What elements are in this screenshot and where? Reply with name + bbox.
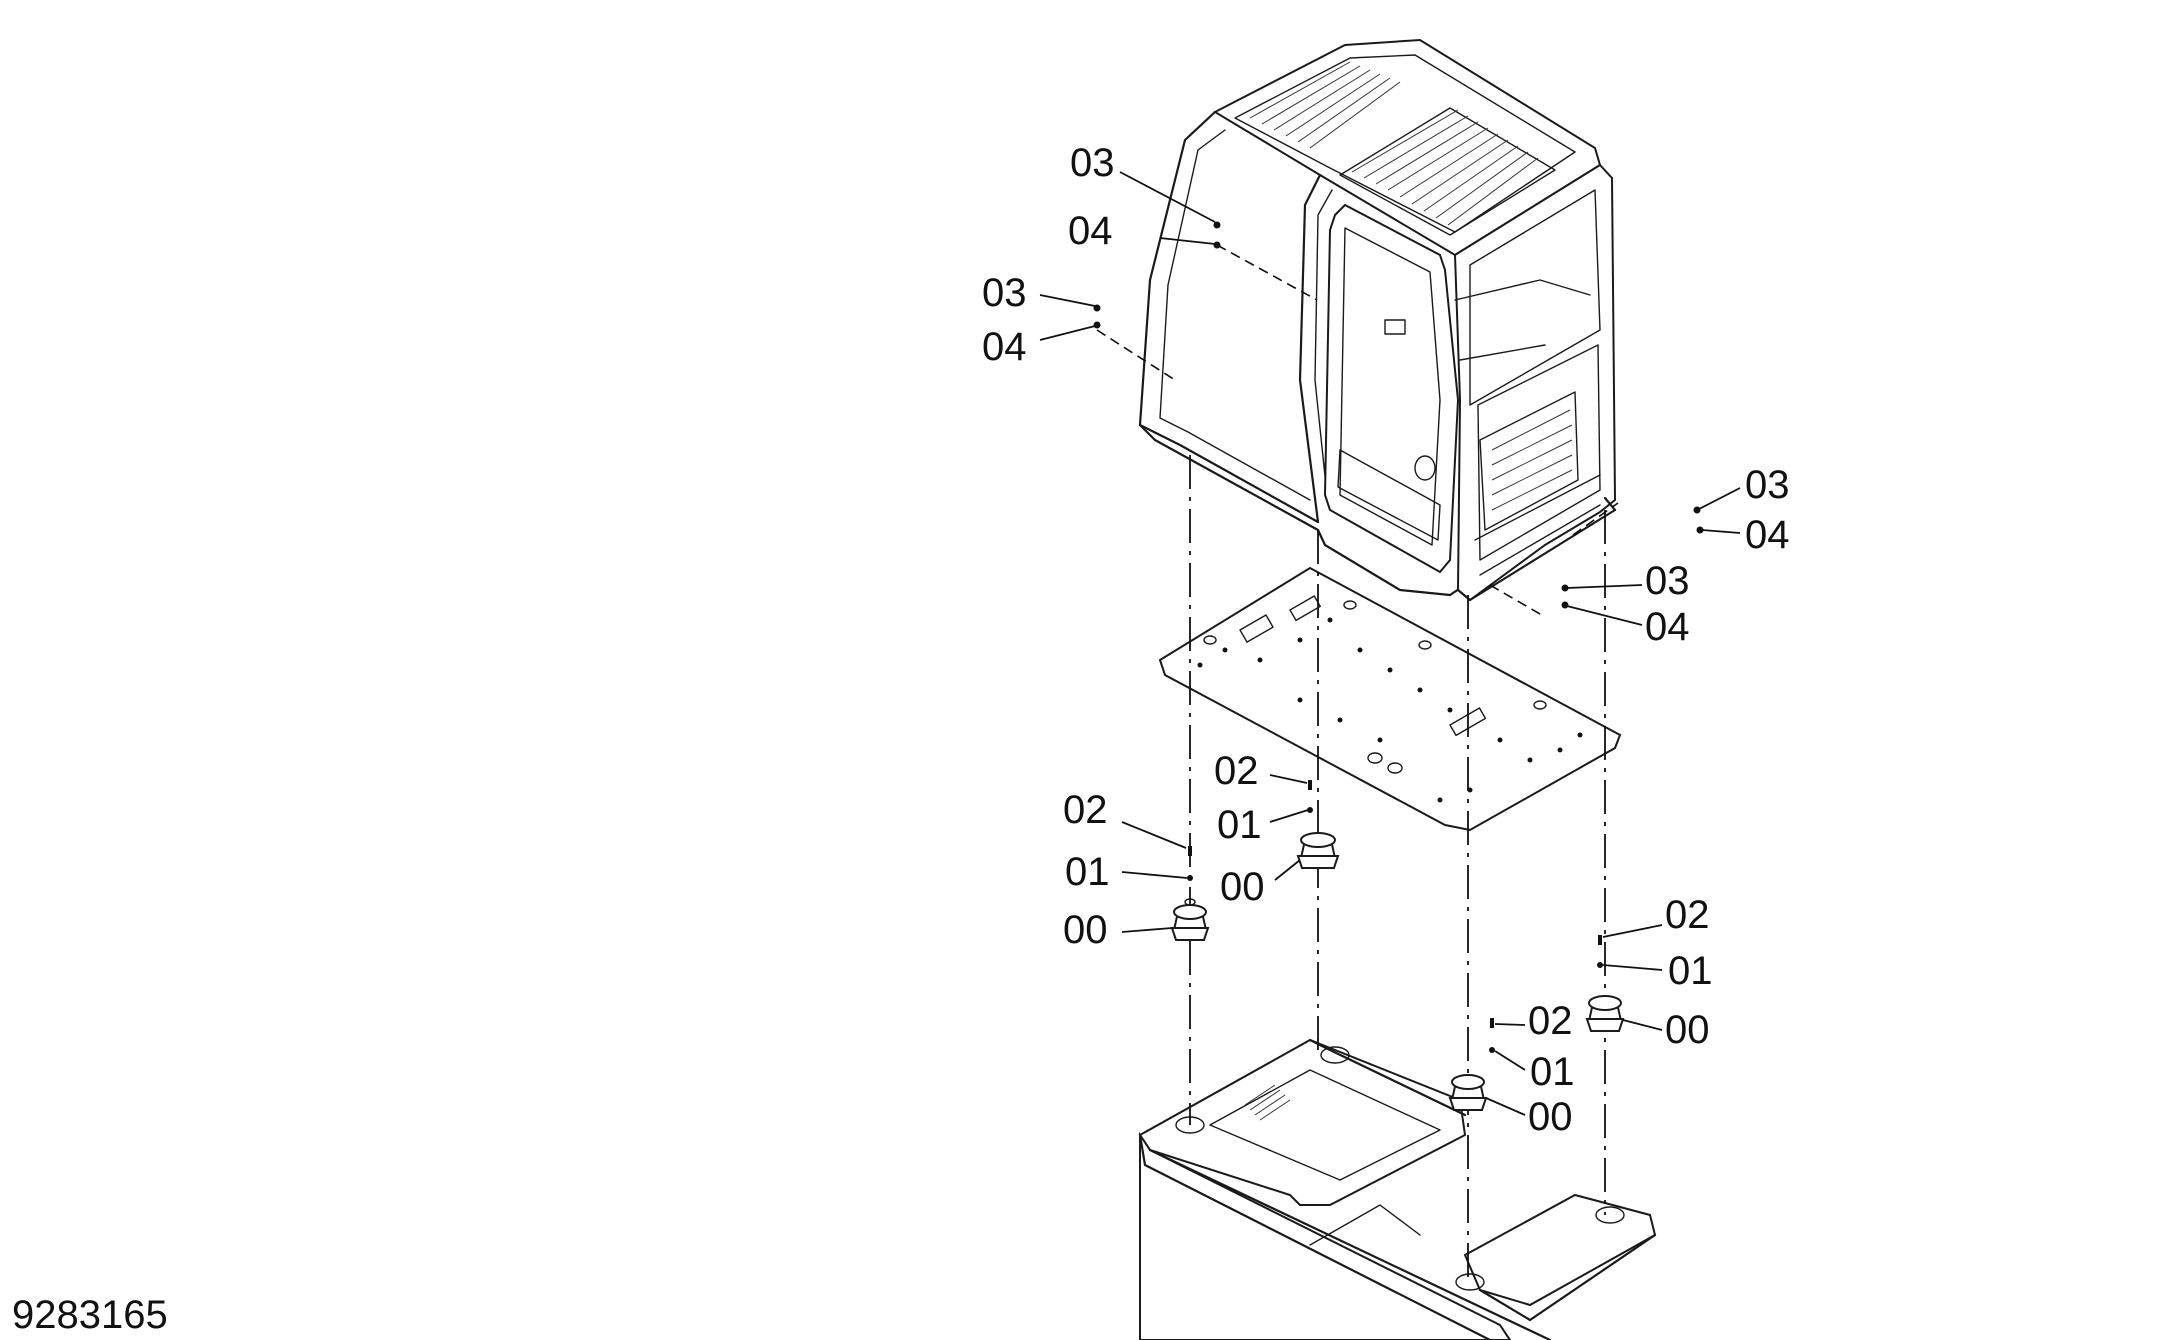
callout-c20: 00 bbox=[1528, 1095, 1573, 1139]
callout-c16: 01 bbox=[1668, 949, 1713, 993]
rubber-mount-4 bbox=[1585, 995, 1625, 1032]
callout-c19: 01 bbox=[1530, 1050, 1575, 1094]
rubber-mount-3 bbox=[1448, 1074, 1488, 1111]
drawing-number: 9283165 bbox=[12, 1293, 168, 1337]
callout-c4: 04 bbox=[982, 325, 1027, 369]
callout-c15: 02 bbox=[1665, 893, 1710, 937]
callout-c10: 01 bbox=[1217, 803, 1262, 847]
operator-cab bbox=[1138, 38, 1617, 602]
callout-labels: 03 04 03 04 03 04 03 04 02 01 00 02 01 0… bbox=[982, 141, 1790, 1139]
callout-c11: 00 bbox=[1220, 865, 1265, 909]
fasteners bbox=[1093, 221, 1704, 1053]
callout-c13: 01 bbox=[1065, 850, 1110, 894]
callout-c9: 02 bbox=[1214, 749, 1259, 793]
rubber-mount-2 bbox=[1296, 832, 1340, 869]
leader-lines bbox=[1039, 171, 1741, 1116]
cab-base-frame bbox=[1138, 1038, 1657, 1340]
floor-plate bbox=[1158, 566, 1622, 832]
callout-c14: 00 bbox=[1063, 908, 1108, 952]
callout-c3: 03 bbox=[982, 271, 1027, 315]
callout-c6: 04 bbox=[1745, 513, 1790, 557]
callout-c5: 03 bbox=[1745, 463, 1790, 507]
callout-c18: 02 bbox=[1528, 999, 1573, 1043]
callout-c7: 03 bbox=[1645, 559, 1690, 603]
callout-c12: 02 bbox=[1063, 788, 1108, 832]
callout-c1: 03 bbox=[1070, 141, 1115, 185]
bolt-assembly-lines bbox=[1096, 244, 1619, 615]
callout-c2: 04 bbox=[1068, 209, 1113, 253]
mounting-center-lines bbox=[1189, 455, 1606, 1282]
rubber-mount-1 bbox=[1170, 898, 1210, 941]
callout-c8: 04 bbox=[1645, 605, 1690, 649]
callout-c17: 00 bbox=[1665, 1008, 1710, 1052]
